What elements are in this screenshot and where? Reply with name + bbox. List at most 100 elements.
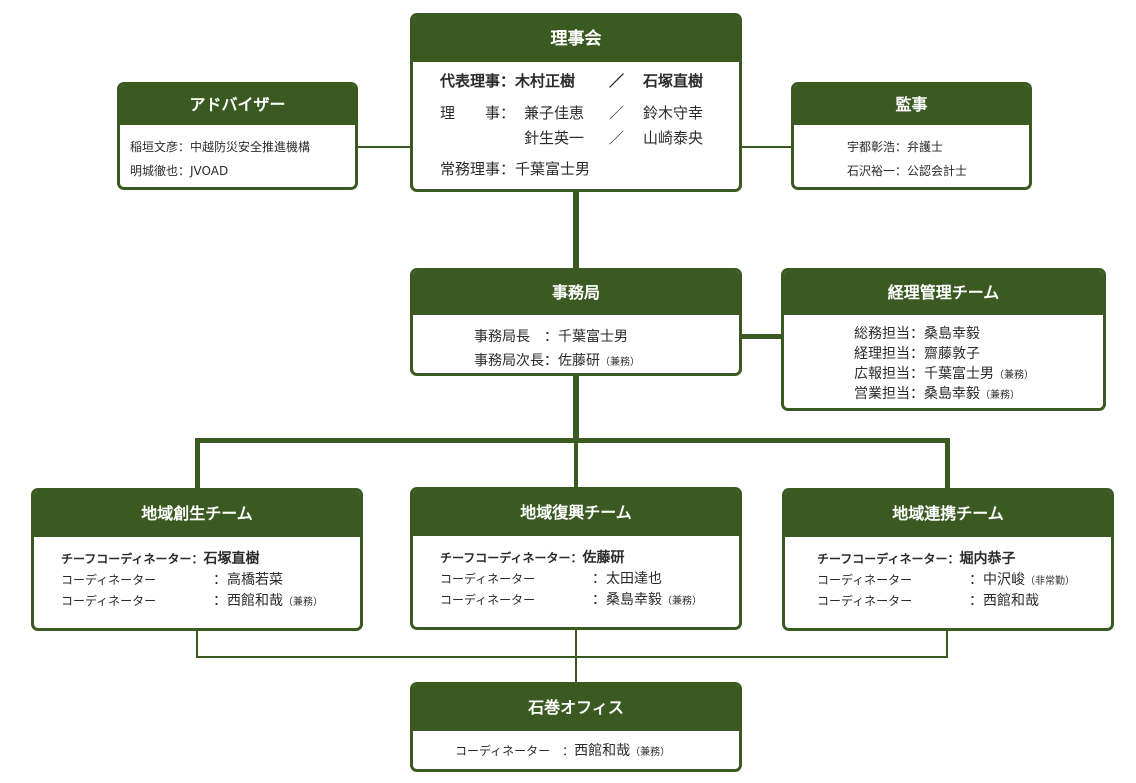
team-member-name: ：高橋若菜 [213, 572, 283, 588]
team-member-label: コーディネーター [440, 593, 536, 607]
accounting-row-name: 桑島幸毅 [924, 326, 980, 342]
secretariat-deputy-note: （兼務） [600, 357, 640, 368]
team-member-label: コーディネーター [61, 573, 157, 587]
connector-board-auditor [740, 146, 792, 148]
accounting-row-name: 齋藤敦子 [924, 346, 980, 362]
team-chief-name: 石塚直樹 [203, 551, 260, 567]
connector-advisor-board [357, 146, 412, 148]
board-slash-2: ／ [609, 104, 625, 122]
team-member-name: ：西館和哉 [213, 593, 283, 609]
accounting-row-label: 広報担当： [854, 366, 924, 382]
accounting-row-label: 経理担当： [854, 346, 924, 362]
auditor-title: 監事 [794, 85, 1029, 125]
board-rep-1: 木村正樹 [515, 72, 576, 90]
board-rep-label: 代表理事： [440, 72, 516, 90]
secretariat-chief-row: 事務局長 ：千葉富士男 [474, 326, 628, 346]
team-chief-label: チーフコーディネーター： [817, 552, 960, 566]
connector-office [575, 630, 577, 684]
team-member-note: （兼務） [283, 597, 323, 608]
connector-bottom-bar [196, 656, 948, 658]
office-label: コーディネーター ： [455, 744, 575, 758]
secretariat-deputy-name: 佐藤研 [558, 353, 600, 369]
accounting-row-label: 営業担当： [854, 386, 924, 402]
team-title: 地域復興チーム [413, 490, 739, 536]
team-member-row: コーディネーター ：西館和哉 [817, 590, 1039, 610]
advisor-box: アドバイザー 稲垣文彦：中越防災安全推進機構 明城徹也：JVOAD [117, 82, 358, 190]
accounting-row: 広報担当：千葉富士男（兼務） [854, 363, 1034, 383]
team-member-row: コーディネーター ：西館和哉（兼務） [61, 590, 323, 610]
connector-board-secretariat [573, 190, 579, 269]
board-director-1: 兼子佳恵 [524, 104, 585, 122]
secretariat-chief-name: 千葉富士男 [558, 329, 628, 345]
office-title: 石巻オフィス [413, 685, 739, 731]
team-member-row: コーディネーター ：高橋若菜 [61, 569, 283, 589]
team-member-label: コーディネーター [61, 594, 157, 608]
accounting-row-note: （兼務） [980, 390, 1020, 401]
team-box-regional-cooperation: 地域連携チーム チーフコーディネーター：堀内恭子 コーディネーター：中沢峻（非常… [782, 488, 1114, 631]
auditor-row-2: 石沢裕一：公認会計士 [847, 164, 968, 178]
team-member-name: ：中沢峻 [969, 572, 1025, 588]
team-member-note: （非常勤） [1025, 576, 1075, 587]
auditor-row-1: 宇都彰浩：弁護士 [847, 140, 944, 154]
connector-team-center [574, 440, 578, 488]
connector-team-right [945, 438, 950, 490]
team-chief-row: チーフコーディネーター：堀内恭子 [817, 548, 1015, 568]
board-box: 理事会 代表理事：木村正樹 ／ 石塚直樹 理 事： 兼子佳恵 ／ 鈴木守幸 針生… [410, 13, 742, 192]
board-rep-2: 石塚直樹 [643, 72, 704, 90]
team-member-name: ：桑島幸毅 [592, 592, 662, 608]
team-member-name: ：西館和哉 [969, 593, 1039, 609]
secretariat-deputy-label: 事務局次長： [474, 353, 558, 369]
accounting-title: 経理管理チーム [784, 271, 1103, 315]
team-title: 地域創生チーム [34, 491, 360, 537]
board-slash-3: ／ [609, 129, 625, 147]
connector-secretariat-accounting [740, 334, 782, 339]
board-director-4: 山崎泰央 [643, 129, 704, 147]
auditor-box: 監事 宇都彰浩：弁護士 石沢裕一：公認会計士 [791, 82, 1032, 190]
team-box-regional-creation: 地域創生チーム チーフコーディネーター：石塚直樹 コーディネーター ：高橋若菜 コ… [31, 488, 363, 631]
connector-teams-bar [195, 438, 950, 443]
board-rep-row: 代表理事：木村正樹 [440, 70, 575, 91]
team-chief-row: チーフコーディネーター：石塚直樹 [61, 548, 259, 568]
board-exec-row: 常務理事：千葉富士男 [440, 158, 590, 179]
advisor-title: アドバイザー [120, 85, 355, 125]
office-row: コーディネーター ：西館和哉（兼務） [455, 740, 670, 760]
team-member-row: コーディネーター ：太田達也 [440, 568, 662, 588]
team-title: 地域連携チーム [785, 491, 1111, 537]
board-director-3: 針生英一 [524, 129, 585, 147]
advisor-row-1: 稲垣文彦：中越防災安全推進機構 [130, 140, 311, 154]
connector-team-left [195, 438, 200, 490]
accounting-row: 総務担当：桑島幸毅 [854, 323, 980, 343]
team-chief-label: チーフコーディネーター： [61, 552, 204, 566]
board-exec-label: 常務理事： [440, 160, 516, 178]
board-title: 理事会 [413, 16, 739, 62]
team-chief-name: 佐藤研 [582, 550, 625, 566]
connector-bottom-left [196, 630, 198, 658]
accounting-row-label: 総務担当： [854, 326, 924, 342]
advisor-row-2: 明城徹也：JVOAD [130, 164, 229, 178]
accounting-row-name: 千葉富士男 [924, 366, 994, 382]
accounting-row: 経理担当：齋藤敦子 [854, 343, 980, 363]
board-director-2: 鈴木守幸 [643, 104, 704, 122]
team-box-regional-recovery: 地域復興チーム チーフコーディネーター：佐藤研 コーディネーター ：太田達也 コー… [410, 487, 742, 630]
board-slash-1: ／ [609, 72, 625, 90]
team-chief-name: 堀内恭子 [959, 551, 1016, 567]
secretariat-deputy-row: 事務局次長：佐藤研（兼務） [474, 350, 640, 370]
office-note: （兼務） [630, 747, 671, 758]
team-member-row: コーディネーター：中沢峻（非常勤） [817, 569, 1075, 589]
board-exec-name: 千葉富士男 [515, 160, 591, 178]
team-member-note: （兼務） [662, 596, 702, 607]
team-chief-label: チーフコーディネーター： [440, 551, 583, 565]
secretariat-title: 事務局 [413, 271, 739, 315]
office-box: 石巻オフィス コーディネーター ：西館和哉（兼務） [410, 682, 742, 772]
team-chief-row: チーフコーディネーター：佐藤研 [440, 547, 624, 567]
accounting-row: 営業担当：桑島幸毅（兼務） [854, 383, 1020, 403]
office-name: 西館和哉 [574, 743, 631, 759]
connector-bottom-right [946, 630, 948, 658]
accounting-box: 経理管理チーム 総務担当：桑島幸毅 経理担当：齋藤敦子 広報担当：千葉富士男（兼… [781, 268, 1106, 411]
board-director-label: 理 事： [440, 104, 516, 122]
team-member-name: ：太田達也 [592, 571, 662, 587]
team-member-label: コーディネーター [817, 594, 913, 608]
team-member-label: コーディネーター [440, 572, 536, 586]
team-member-row: コーディネーター ：桑島幸毅（兼務） [440, 589, 702, 609]
secretariat-chief-label: 事務局長 ： [474, 329, 558, 345]
